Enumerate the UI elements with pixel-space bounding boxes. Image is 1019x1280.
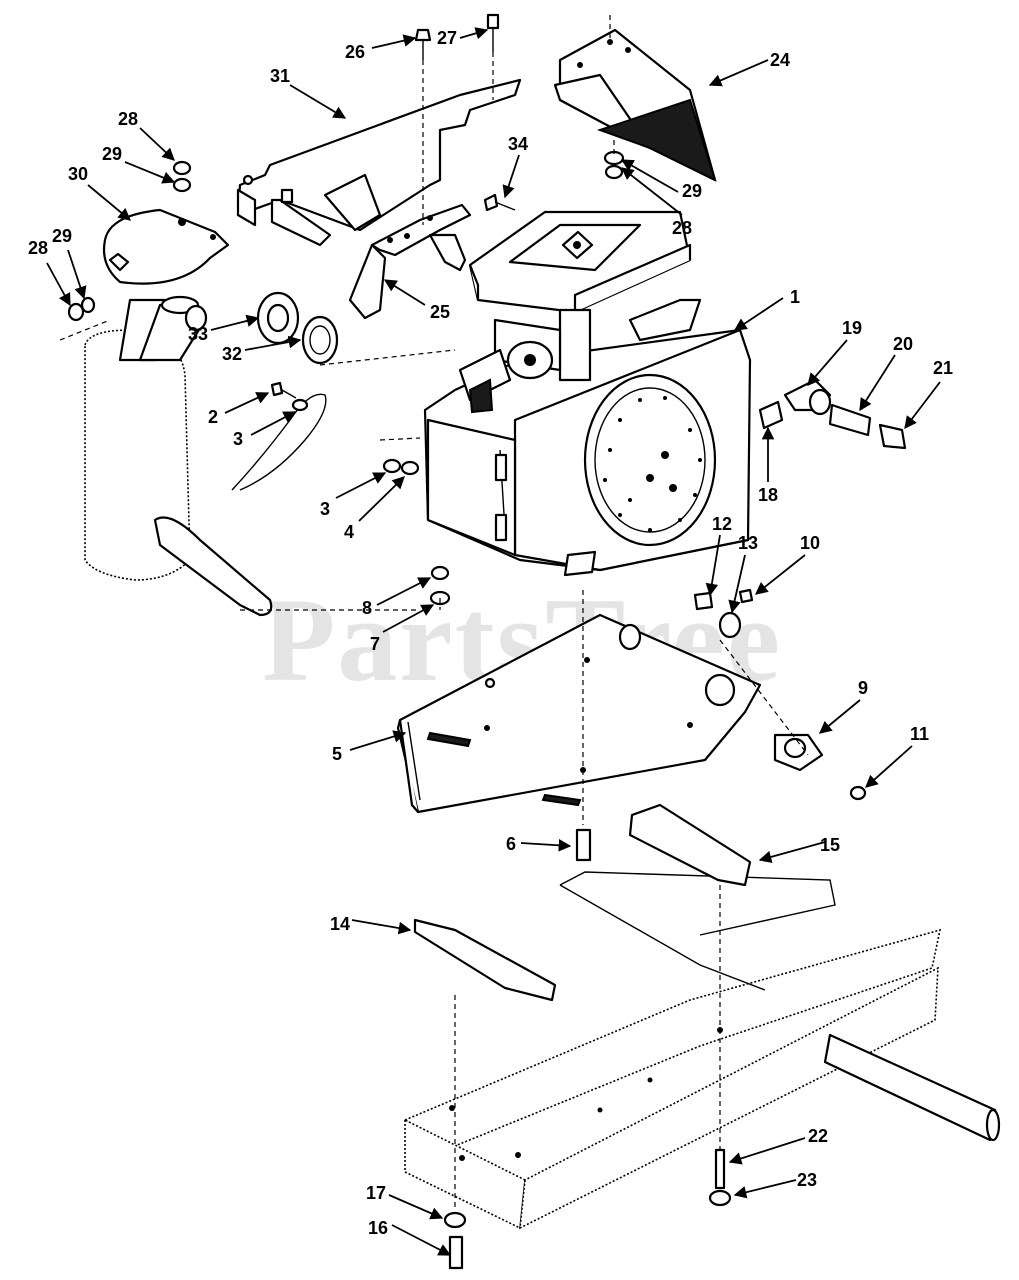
callout-1: 1 (790, 287, 800, 307)
callout-3: 3 (233, 429, 243, 449)
callout-33: 33 (188, 324, 208, 344)
callout-7: 7 (370, 634, 380, 654)
callout-26: 26 (345, 42, 365, 62)
callout-27: 27 (437, 28, 457, 48)
shroud-24 (553, 28, 717, 182)
leaders (46, 27, 941, 1256)
callout-18: 18 (758, 485, 778, 505)
callout-30: 30 (68, 164, 88, 184)
callout-6: 6 (506, 834, 516, 854)
callout-22: 22 (808, 1126, 828, 1146)
callout-4: 4 (344, 522, 354, 542)
muffler (84, 208, 327, 617)
callout-21: 21 (933, 358, 953, 378)
bracket-25 (348, 203, 472, 320)
isolators (256, 291, 339, 365)
frame-rail (403, 871, 1001, 1230)
callout-23: 23 (797, 1170, 817, 1190)
callout-19: 19 (842, 318, 862, 338)
callout-8: 8 (362, 598, 372, 618)
callout-17: 17 (366, 1183, 386, 1203)
engine-mount-plate (396, 613, 762, 814)
callout-28: 28 (672, 218, 692, 238)
callout-9: 9 (858, 678, 868, 698)
callout-29: 29 (52, 226, 72, 246)
assembly-lines (59, 15, 809, 1210)
top-shroud-31 (236, 78, 522, 247)
callout-24: 24 (770, 50, 790, 70)
callout-31: 31 (270, 66, 290, 86)
hardware (67, 13, 867, 1270)
engine (423, 210, 752, 577)
callout-20: 20 (893, 334, 913, 354)
callout-2: 2 (208, 407, 218, 427)
callout-5: 5 (332, 744, 342, 764)
callout-32: 32 (222, 344, 242, 364)
callout-14: 14 (330, 914, 350, 934)
callout-labels: 1 2 3 3 4 5 6 7 8 9 10 11 12 13 14 15 16… (28, 28, 953, 1238)
callout-25: 25 (430, 302, 450, 322)
callout-15: 15 (820, 835, 840, 855)
callout-29: 29 (682, 181, 702, 201)
callout-34: 34 (508, 134, 528, 154)
callout-13: 13 (738, 533, 758, 553)
fittings (758, 378, 907, 450)
callout-16: 16 (368, 1218, 388, 1238)
callout-29: 29 (102, 144, 122, 164)
callout-3: 3 (320, 499, 330, 519)
callout-28: 28 (28, 238, 48, 258)
callout-28: 28 (118, 109, 138, 129)
callout-11: 11 (910, 724, 929, 744)
callout-12: 12 (712, 514, 732, 534)
callout-10: 10 (800, 533, 820, 553)
